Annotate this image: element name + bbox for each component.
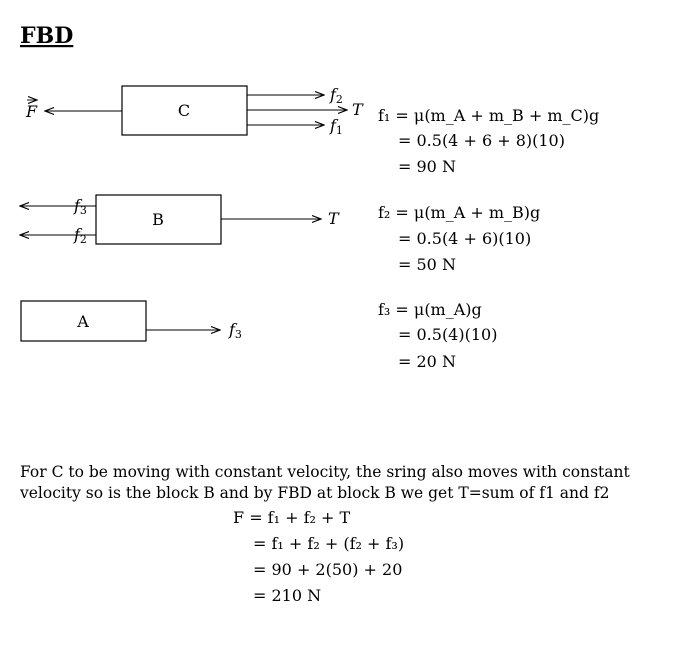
eq-f2-line-1: f₂ = μ(m_A + m_B)g	[378, 203, 540, 222]
eq-f1-line-1: f₁ = μ(m_A + m_B + m_C)g	[378, 106, 599, 125]
eq-f2-line-2: = 0.5(4 + 6)(10)	[398, 229, 531, 248]
force-f2-label-b: f2	[73, 225, 87, 246]
force-f3-label-b: f3	[73, 196, 87, 217]
force-f1-label-c: f1	[329, 116, 343, 137]
block-a-label: A	[76, 312, 89, 331]
force-f-label: F	[25, 102, 38, 121]
force-t-label-c: T	[352, 100, 364, 119]
block-c-label: C	[178, 101, 190, 120]
eq-total-line-2: = f₁ + f₂ + (f₂ + f₃)	[253, 534, 404, 553]
eq-total-line-4: = 210 N	[253, 586, 321, 605]
explanation-paragraph: For C to be moving with constant velocit…	[20, 462, 630, 502]
eq-f2-line-3: = 50 N	[398, 255, 456, 274]
force-f3-label-a: f3	[228, 320, 242, 341]
eq-f1-line-3: = 90 N	[398, 157, 456, 176]
eq-f3-line-1: f₃ = μ(m_A)g	[378, 300, 482, 319]
force-t-label-b: T	[328, 209, 340, 228]
block-a	[20, 300, 147, 342]
eq-f1-line-2: = 0.5(4 + 6 + 8)(10)	[398, 131, 565, 150]
fbd-heading: FBD	[20, 23, 73, 49]
eq-total-line-3: = 90 + 2(50) + 20	[253, 560, 402, 579]
eq-f3-line-2: = 0.5(4)(10)	[398, 325, 497, 344]
force-f2-label-c: f2	[329, 85, 343, 106]
eq-total-line-1: F = f₁ + f₂ + T	[233, 508, 351, 527]
block-b-label: B	[152, 210, 164, 229]
eq-f3-line-3: = 20 N	[398, 352, 456, 371]
